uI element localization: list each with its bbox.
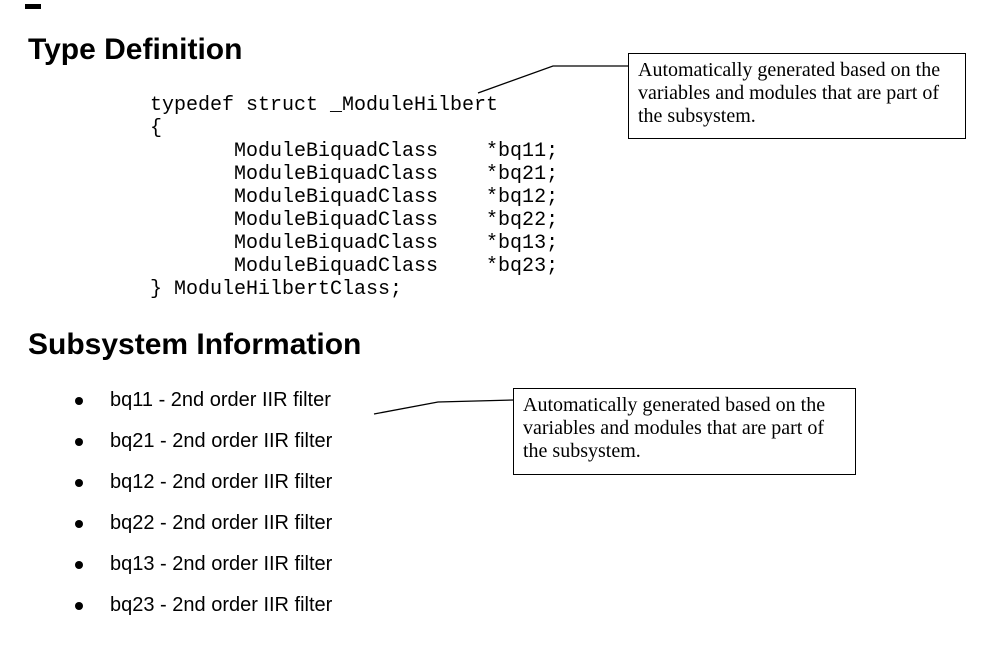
list-item-label: bq11 - 2nd order IIR filter xyxy=(110,388,331,411)
list-item: bq23 - 2nd order IIR filter xyxy=(75,593,333,616)
leader-line-type-definition xyxy=(477,65,629,94)
callout-text: Automatically generated based on the var… xyxy=(523,394,826,462)
bullet-icon xyxy=(75,479,83,487)
list-item-label: bq13 - 2nd order IIR filter xyxy=(110,552,333,575)
bullet-icon xyxy=(75,438,83,446)
page-edge-artifact xyxy=(25,4,41,9)
code-block-module-hilbert: typedef struct _ModuleHilbert { ModuleBi… xyxy=(150,94,559,301)
callout-subsystem-note: Automatically generated based on the var… xyxy=(513,388,856,475)
bullet-icon xyxy=(75,602,83,610)
list-item-label: bq22 - 2nd order IIR filter xyxy=(110,511,333,534)
heading-type-definition: Type Definition xyxy=(28,33,243,66)
list-item: bq13 - 2nd order IIR filter xyxy=(75,552,333,575)
list-item: bq11 - 2nd order IIR filter xyxy=(75,388,332,411)
list-item-label: bq23 - 2nd order IIR filter xyxy=(110,593,333,616)
list-item: bq21 - 2nd order IIR filter xyxy=(75,429,333,452)
heading-subsystem-information: Subsystem Information xyxy=(28,328,362,361)
callout-text: Automatically generated based on the var… xyxy=(638,59,941,127)
leader-line-subsystem xyxy=(373,399,515,415)
subsystem-filter-list: bq11 - 2nd order IIR filter bq21 - 2nd o… xyxy=(75,388,333,636)
bullet-icon xyxy=(75,520,83,528)
bullet-icon xyxy=(75,397,83,405)
list-item: bq22 - 2nd order IIR filter xyxy=(75,511,333,534)
list-item-label: bq21 - 2nd order IIR filter xyxy=(110,429,333,452)
callout-type-definition-note: Automatically generated based on the var… xyxy=(628,53,966,139)
list-item: bq12 - 2nd order IIR filter xyxy=(75,470,333,493)
bullet-icon xyxy=(75,561,83,569)
list-item-label: bq12 - 2nd order IIR filter xyxy=(110,470,333,493)
